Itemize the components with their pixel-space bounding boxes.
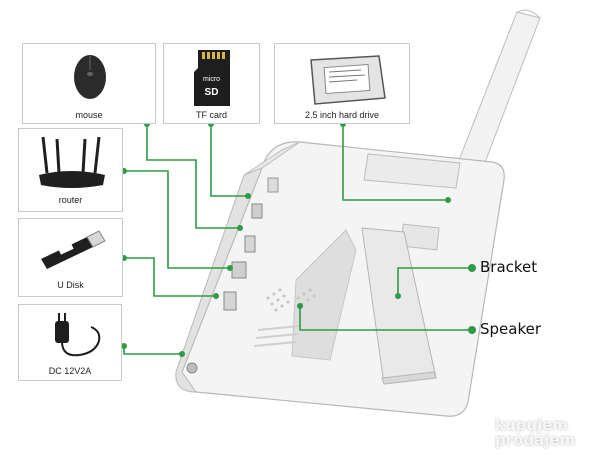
sd-card-text-1: micro (202, 76, 221, 83)
mouse-label: mouse (75, 110, 103, 120)
hard-drive-label: 2.5 inch hard drive (304, 110, 380, 120)
sd-card-icon (194, 50, 230, 106)
usb-port-2 (223, 291, 237, 311)
router-icon (39, 136, 105, 188)
hard-drive-icon (310, 55, 386, 105)
connector-lines (123, 124, 472, 355)
bracket-callout: Bracket (480, 258, 538, 276)
router-box: router (18, 128, 123, 212)
u-disk-box: U Disk (18, 218, 123, 297)
tf-card-label: TF card (195, 110, 227, 120)
watermark-line-2: prodajem (495, 431, 576, 449)
hard-drive-box: 2.5 inch hard drive (274, 43, 410, 124)
speaker-callout: Speaker (480, 320, 542, 338)
watermark-line-1: kupujem (495, 416, 569, 434)
power-adapter-icon (55, 313, 101, 357)
sd-card-text-2: SD (204, 87, 219, 98)
mouse-icon (74, 55, 106, 99)
u-disk-label: U Disk (57, 280, 84, 290)
power-label: DC 12V2A (48, 366, 92, 376)
usb-drive-icon (41, 230, 106, 269)
device-side (175, 167, 263, 393)
power-button (267, 177, 279, 193)
tf-slot (251, 203, 263, 219)
lan-port (231, 261, 247, 279)
tf-card-box: micro SD TF card (163, 43, 260, 124)
watermark: kupujem prodajem (495, 418, 575, 448)
router-label: router (58, 195, 83, 205)
usb-port-1 (244, 235, 256, 253)
mouse-box: mouse (22, 43, 156, 124)
vent-slots (253, 325, 301, 347)
dc-jack (186, 362, 198, 374)
power-adapter-box: DC 12V2A (18, 304, 122, 381)
